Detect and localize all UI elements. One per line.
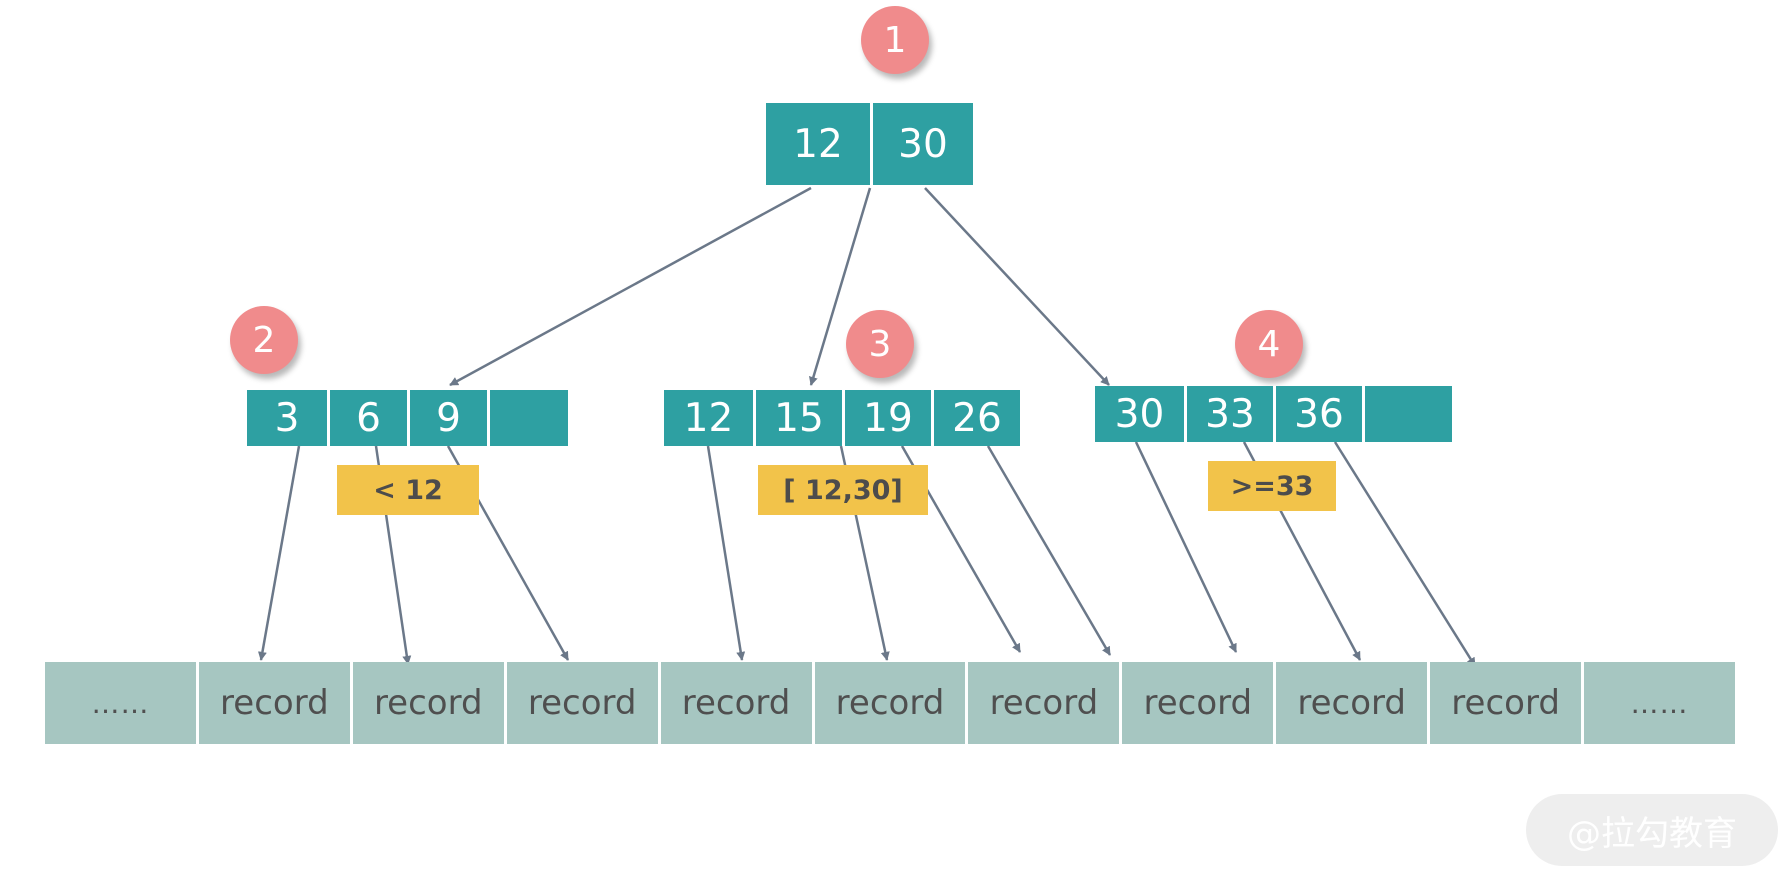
arrow-key-36-to-record: [1333, 441, 1477, 667]
badge-2: 2: [230, 306, 298, 374]
leaf-records-row: …… record record record record record re…: [45, 662, 1735, 744]
badge-4: 4: [1235, 310, 1303, 378]
range-label-12-to-30: [ 12,30]: [758, 465, 928, 515]
leaf-record: record: [195, 662, 350, 744]
node-3-key-26: 26: [931, 390, 1020, 446]
badge-1: 1: [861, 6, 929, 74]
node-2-key-9: 9: [407, 390, 487, 446]
arrow-key-3-to-record: [257, 445, 301, 661]
arrow-key-12-to-record: [706, 445, 746, 661]
leaf-ellipsis-left: ……: [45, 662, 196, 744]
node-2-empty-slot: [487, 390, 568, 446]
node-4-key-36: 36: [1273, 386, 1362, 442]
node-4-empty-slot: [1362, 386, 1452, 442]
badge-3: 3: [846, 310, 914, 378]
leaf-record: record: [1427, 662, 1582, 744]
range-label-less-than-12: < 12: [337, 465, 479, 515]
node-4-key-30: 30: [1095, 386, 1184, 442]
leaf-record: record: [1119, 662, 1274, 744]
node-3-key-12: 12: [664, 390, 753, 446]
range-label-gte-33: >=33: [1208, 461, 1336, 511]
watermark: @拉勾教育: [1526, 794, 1778, 866]
arrow-root-to-node-3: [809, 187, 872, 386]
leaf-record: record: [965, 662, 1120, 744]
arrow-root-to-node-4: [924, 187, 1110, 386]
node-3-key-15: 15: [753, 390, 842, 446]
leaf-record: record: [657, 662, 812, 744]
arrow-key-26-to-record: [986, 445, 1112, 656]
internal-node-4: 30 33 36: [1095, 386, 1452, 442]
leaf-record: record: [811, 662, 966, 744]
leaf-record: record: [349, 662, 504, 744]
node-3-key-19: 19: [842, 390, 931, 446]
node-2-key-3: 3: [247, 390, 327, 446]
leaf-ellipsis-right: ……: [1581, 662, 1735, 744]
leaf-record: record: [1273, 662, 1428, 744]
arrow-key-30-to-record: [1134, 441, 1238, 653]
node-4-key-33: 33: [1184, 386, 1273, 442]
node-2-key-6: 6: [327, 390, 407, 446]
root-key-12: 12: [766, 103, 870, 185]
leaf-record: record: [503, 662, 658, 744]
internal-node-3: 12 15 19 26: [664, 390, 1020, 446]
root-key-30: 30: [870, 103, 973, 185]
internal-node-2: 3 6 9: [247, 390, 568, 446]
arrow-root-to-node-2: [449, 186, 812, 387]
root-node: 12 30: [766, 103, 973, 185]
